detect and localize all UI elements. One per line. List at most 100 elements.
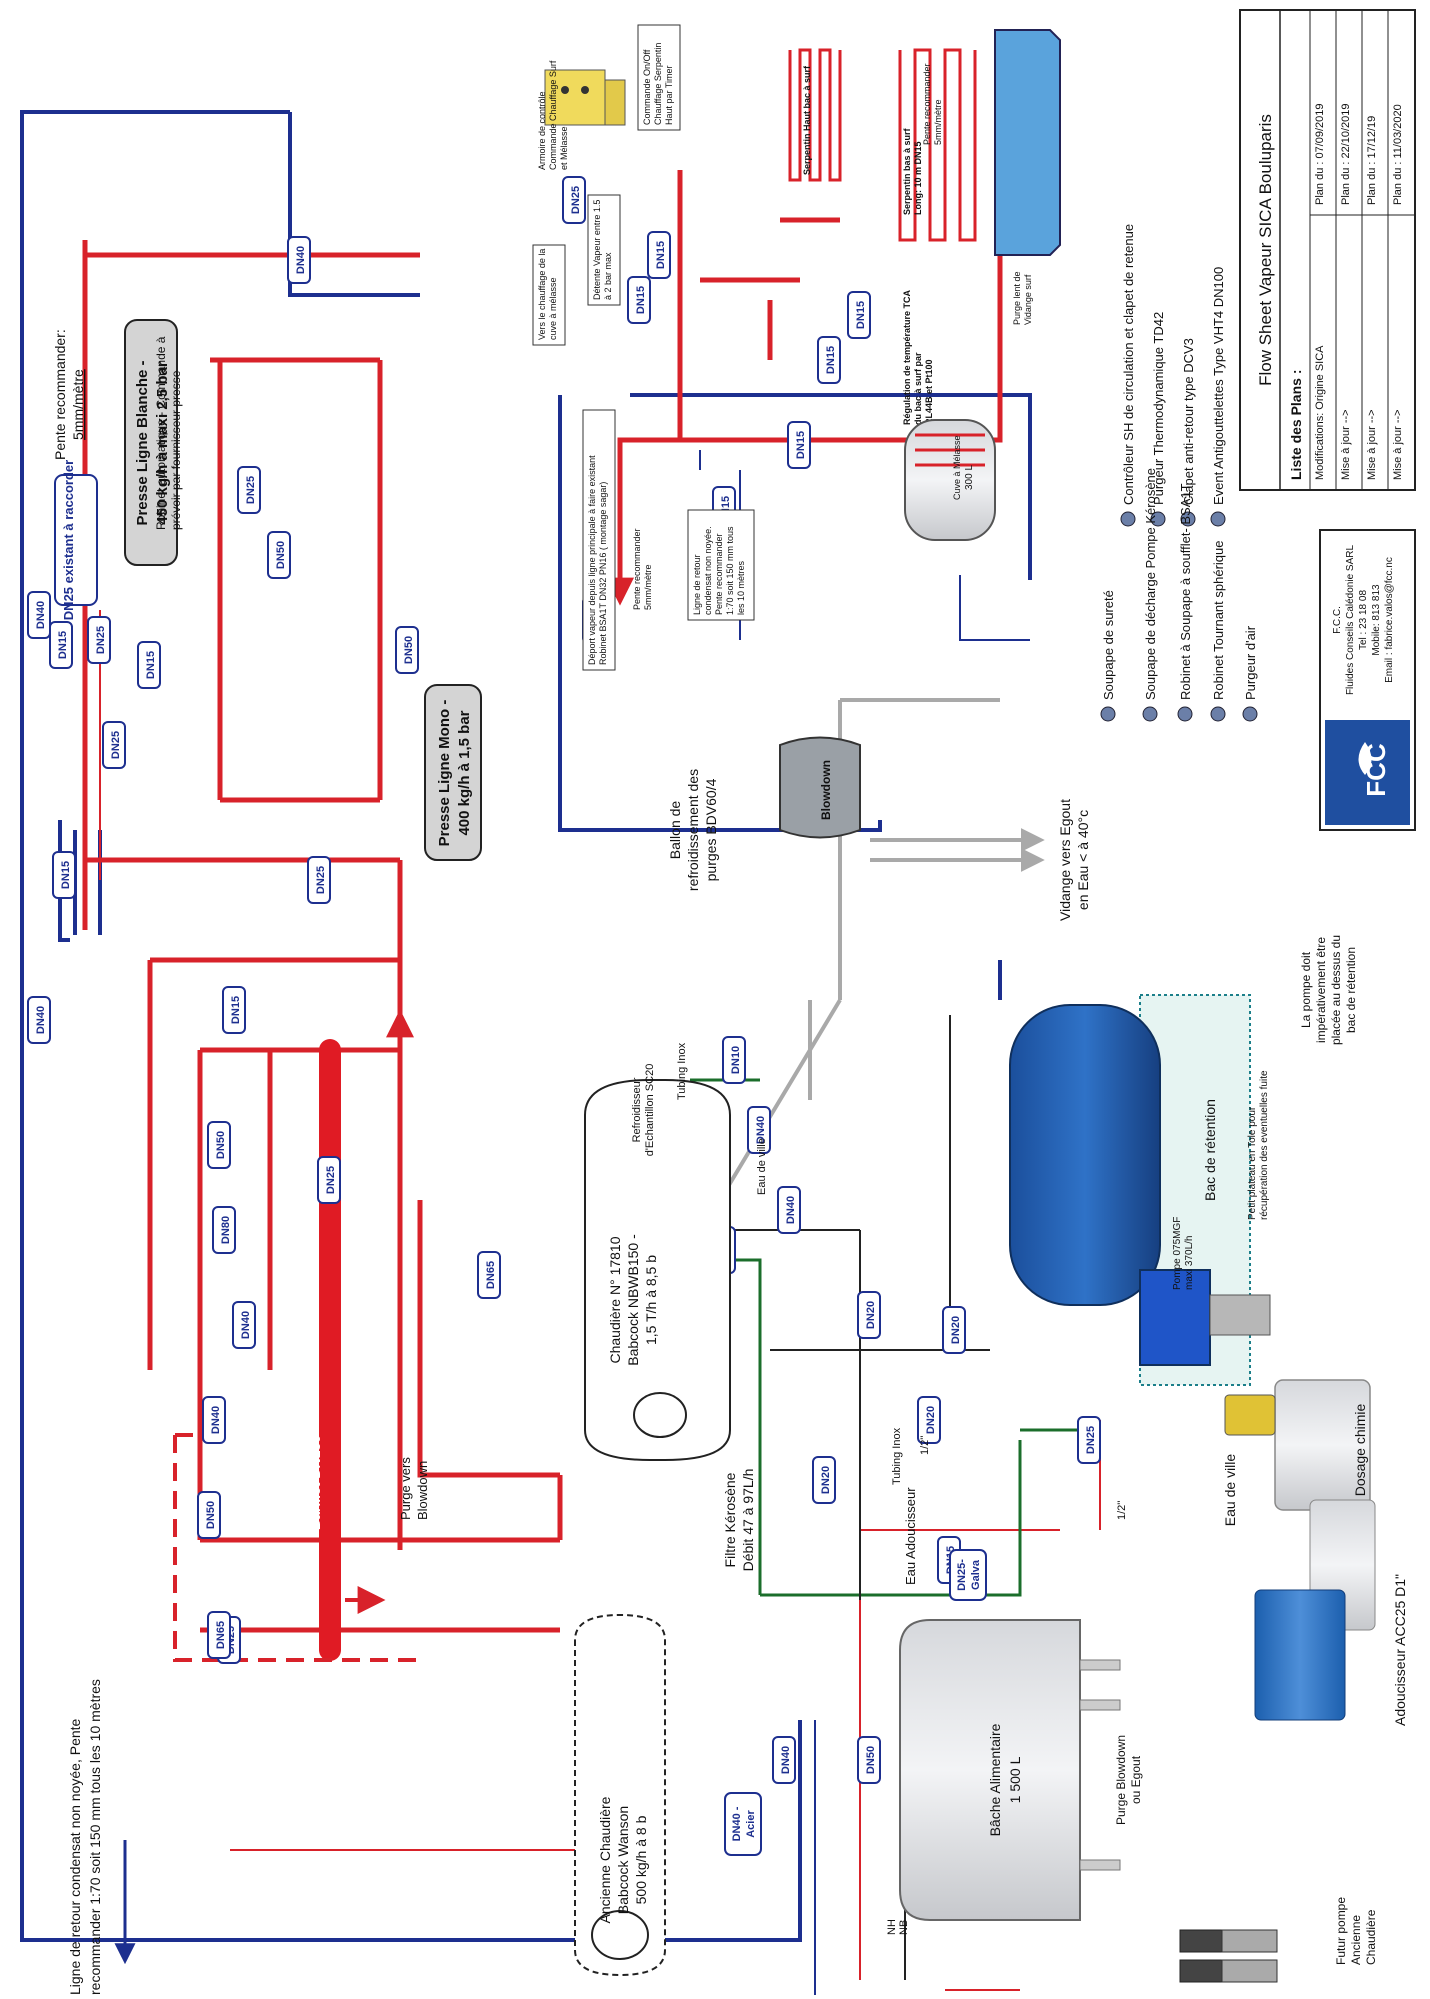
dn-label: DN40 <box>232 1301 256 1349</box>
plan-row-right-text: Plan du : 22/10/2019 <box>1340 103 1352 205</box>
dn-label-text: DN15 <box>655 241 667 269</box>
svg-text:Vers le chauffage de la: Vers le chauffage de la <box>537 249 547 340</box>
serpentin-coils <box>788 48 977 242</box>
presse-ligne-blanche-box: Presse Ligne Blanche - 450 kg/h à maxi 2… <box>124 319 178 566</box>
svg-text:purges BDV60/4: purges BDV60/4 <box>703 778 719 881</box>
svg-text:Pente recommander: Pente recommander <box>632 528 642 610</box>
cuve-label: Cuve à Mélasse 300 L <box>952 435 975 500</box>
plan-row-left: Modifications: Origine SICA <box>1314 345 1326 480</box>
dn-label-text: DN40 <box>35 1006 47 1034</box>
legend-item: Soupape de décharge Pompe Kérosène <box>1142 468 1158 722</box>
legend-text: Purgeur d'air <box>1243 625 1258 700</box>
purge-blowdown-egout-label: Purge Blowdown ou Egout <box>1114 1735 1143 1825</box>
dn-label-text: DN50 <box>215 1131 227 1159</box>
adoucisseur-tanks <box>1254 1499 1376 1721</box>
legend-item: Purgeur d'air <box>1242 625 1258 722</box>
dn25-galva-box: DN25- Galva <box>949 1549 987 1601</box>
svg-text:Pompe 075MGF: Pompe 075MGF <box>1172 1217 1183 1290</box>
legend-symbol-icon <box>1100 706 1116 722</box>
svg-text:refroidissement des: refroidissement des <box>685 769 701 891</box>
plan-row-left: Mise à jour --> <box>1340 409 1352 480</box>
dn-label: DN40 <box>27 996 51 1044</box>
svg-text:RL44B et Pt100: RL44B et Pt100 <box>924 359 934 425</box>
pente-deport-label: Pente recommander 5mm/mètre <box>632 528 653 610</box>
vidange-label: Vidange vers Egout en Eau < à 40°c <box>1057 799 1091 921</box>
svg-text:en Eau < à 40°c: en Eau < à 40°c <box>1075 810 1091 910</box>
plan-row-left: Mise à jour --> <box>1366 409 1378 480</box>
legend-symbol-icon <box>1120 511 1136 527</box>
svg-text:Refroidisseur: Refroidisseur <box>631 1077 643 1142</box>
svg-text:Eau Adoucisseur: Eau Adoucisseur <box>903 1487 918 1585</box>
plan-row-right: Plan du : 07/09/2019 <box>1314 103 1326 205</box>
dn-label-text: DN40 <box>240 1311 252 1339</box>
title-block <box>1239 9 1416 831</box>
ligne-retour-note: Ligne de retour condensat non noyée, Pen… <box>67 1679 103 1995</box>
dn-label: DN25 <box>237 466 261 514</box>
svg-text:1/2'': 1/2'' <box>1116 1501 1128 1521</box>
svg-text:DN40 -: DN40 - <box>731 1806 743 1841</box>
svg-text:Vidange vers Egout: Vidange vers Egout <box>1057 799 1073 921</box>
svg-text:1 500 L: 1 500 L <box>1007 1756 1023 1803</box>
feed-pumps <box>1179 1929 1278 1983</box>
dn-label-text: DN50 <box>865 1746 877 1774</box>
svg-text:Vidange surf: Vidange surf <box>1023 274 1033 325</box>
dn-label: DN50 <box>395 626 419 674</box>
legend-text: Event Antigouttelettes Type VHT4 DN100 <box>1211 267 1226 505</box>
presse-mono-line1: Presse Ligne Mono - <box>436 700 453 847</box>
pente-ser-label: Pente recommander 5mm/mètre <box>922 63 943 145</box>
legend-item: Event Antigouttelettes Type VHT4 DN100 <box>1210 267 1226 527</box>
cuve-melasse <box>904 419 996 541</box>
purge-lent-label: Purge lent de Vidange surf <box>1012 271 1033 325</box>
dn-label: DN25 <box>562 176 586 224</box>
legend-item: Contrôleur SH de circulation et clapet d… <box>1120 224 1136 527</box>
svg-text:La pompe doit: La pompe doit <box>1299 951 1313 1028</box>
plans-heading: Liste des Plans : <box>1288 370 1304 480</box>
legend-text: Soupape de sureté <box>1101 590 1116 700</box>
bache-label: Bâche Alimentaire 1 500 L <box>987 1723 1023 1836</box>
svg-text:à 2 bar max: à 2 bar max <box>603 252 613 300</box>
filtre-kerosene-label: Filtre Kérosène Débit 47 à 97L/h <box>722 1469 756 1572</box>
plan-rows: Modifications: Origine SICA Plan du : 07/… <box>1314 103 1404 480</box>
presse-blanche-line1: Presse Ligne Blanche - <box>134 360 151 525</box>
svg-text:Chaudière: Chaudière <box>1364 1909 1378 1965</box>
legend-symbol-icon <box>1150 511 1166 527</box>
fcc-logo-text: FCC <box>1361 743 1391 797</box>
dn-label: DN15 <box>49 621 73 669</box>
pompe-tag: Pompe 075MGF maxi 370L/h <box>1172 1217 1195 1290</box>
svg-text:Email : fabrice.valos@fcc.nc: Email : fabrice.valos@fcc.nc <box>1384 557 1395 683</box>
dn-label: DN15 <box>52 851 76 899</box>
bac-retention <box>1009 994 1271 1386</box>
svg-text:Flow Sheet Vapeur SICA Boulupa: Flow Sheet Vapeur SICA Bouluparis <box>1256 114 1275 386</box>
pente-line1: Pente recommander: <box>52 329 68 460</box>
legend-text: Soupape de décharge Pompe Kérosène <box>1143 468 1158 700</box>
dn-label: DN15 <box>847 291 871 339</box>
dn-label-text: DN80 <box>220 1216 232 1244</box>
dn-label: DN65 <box>477 1251 501 1299</box>
title-text: Flow Sheet Vapeur SICA Bouluparis <box>1256 114 1275 386</box>
dn-label: DN20 <box>812 1456 836 1504</box>
regulation-label: Régulation de température TCA du bac à s… <box>902 289 934 425</box>
ballon-label: Ballon de refroidissement des purges BDV… <box>667 769 719 891</box>
plan-row-right-text: Plan du : 11/03/2020 <box>1392 104 1404 205</box>
dn-label-text: DN40 <box>35 601 47 629</box>
half-inch-label: 1/2'' <box>919 1436 931 1456</box>
svg-text:Acier: Acier <box>745 1810 757 1838</box>
plan-row-right: Plan du : 11/03/2020 <box>1392 104 1404 205</box>
svg-text:les 10 mètres: les 10 mètres <box>736 560 746 615</box>
svg-text:1/2'': 1/2'' <box>919 1436 931 1456</box>
bac-retention-label: Bac de rétention <box>1202 1099 1218 1201</box>
dn-label-text: DN65 <box>485 1261 497 1289</box>
dn-label-text: DN40 <box>785 1196 797 1224</box>
dn-label-text: DN40 <box>780 1746 792 1774</box>
vers-chauffage-box: Vers le chauffage de la cuve à mélasse <box>532 244 566 346</box>
dn-label: DN20 <box>857 1291 881 1339</box>
svg-text:Déport vapeur depuis ligne pri: Déport vapeur depuis ligne principale à … <box>587 455 597 665</box>
pompe-note: La pompe doit impérativement être placée… <box>1299 935 1358 1045</box>
svg-text:Filtre Kérosène: Filtre Kérosène <box>722 1472 738 1567</box>
svg-text:Dosage chimie: Dosage chimie <box>1352 1403 1368 1496</box>
plan-row-right: Plan du : 22/10/2019 <box>1340 103 1352 205</box>
svg-text:5mm/mètre: 5mm/mètre <box>933 99 943 145</box>
dn-label-text: DN15 <box>635 286 647 314</box>
svg-text:bac de rétention: bac de rétention <box>1344 947 1358 1033</box>
svg-text:Détente Vapeur entre 1.5: Détente Vapeur entre 1.5 <box>592 200 602 300</box>
